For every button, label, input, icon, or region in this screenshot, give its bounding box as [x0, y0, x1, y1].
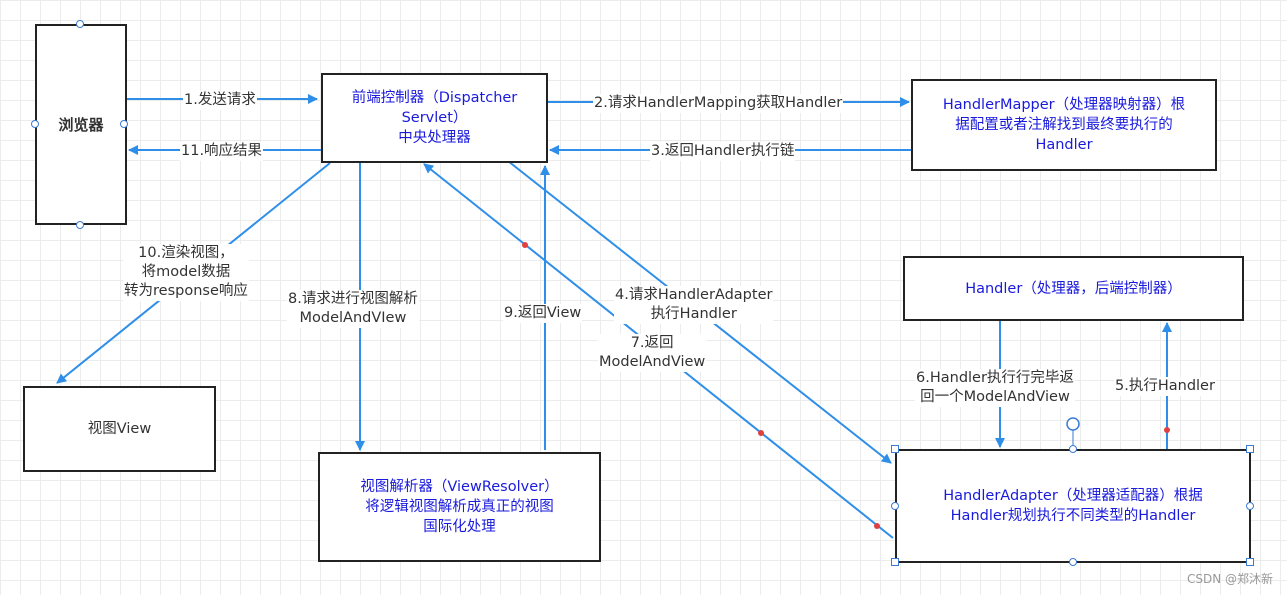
view-label: 视图View	[87, 421, 152, 437]
edge-label-11: 11.响应结果	[180, 142, 264, 161]
edge-label-5: 5.执行Handler	[1114, 377, 1216, 396]
edge-label-9: 9.返回View	[503, 304, 583, 323]
handler-adapter-label: HandlerAdapter（处理器适配器）根据 Handler规划执行不同类型…	[943, 488, 1203, 524]
resize-handle-br[interactable]	[1246, 558, 1254, 566]
edge-label-10: 10.渲染视图， 将model数据 转为response响应	[123, 244, 249, 301]
browser-label: 浏览器	[58, 115, 104, 134]
edge-label-8: 8.请求进行视图解析 ModelAndVIew	[287, 290, 419, 328]
watermark: CSDN @郑沐新	[1186, 572, 1273, 586]
edge-label-7: 7.返回 ModelAndView	[598, 334, 707, 372]
dispatcher-servlet-label: 前端控制器（Dispatcher Servlet） 中央处理器	[351, 90, 518, 146]
waypoint-dot	[758, 430, 764, 436]
waypoint-dot	[522, 242, 528, 248]
edge-label-1: 1.发送请求	[183, 91, 257, 110]
view-node[interactable]: 视图View	[23, 386, 216, 472]
connection-point[interactable]	[891, 502, 899, 510]
resize-handle-bl[interactable]	[891, 558, 899, 566]
edge-label-3: 3.返回Handler执行链	[650, 142, 796, 161]
resize-handle-tl[interactable]	[891, 445, 899, 453]
waypoint-dot	[874, 523, 880, 529]
view-resolver-label: 视图解析器（ViewResolver） 将逻辑视图解析成真正的视图 国际化处理	[360, 479, 559, 535]
rotate-handle[interactable]	[1066, 417, 1080, 431]
handler-adapter-node[interactable]: HandlerAdapter（处理器适配器）根据 Handler规划执行不同类型…	[895, 449, 1251, 563]
edge-label-2: 2.请求HandlerMapping获取Handler	[593, 94, 844, 113]
connection-point[interactable]	[76, 20, 84, 28]
connection-point[interactable]	[120, 120, 128, 128]
resize-handle-tr[interactable]	[1246, 445, 1254, 453]
handler-mapper-label: HandlerMapper（处理器映射器）根 据配置或者注解找到最终要执行的 H…	[942, 97, 1186, 153]
handler-mapper-node[interactable]: HandlerMapper（处理器映射器）根 据配置或者注解找到最终要执行的 H…	[911, 79, 1217, 171]
handler-label: Handler（处理器，后端控制器）	[965, 280, 1182, 297]
waypoint-dot	[1164, 427, 1170, 433]
connection-point[interactable]	[1069, 558, 1077, 566]
dispatcher-servlet-node[interactable]: 前端控制器（Dispatcher Servlet） 中央处理器	[321, 73, 548, 163]
edge-label-6: 6.Handler执行行完毕返 回一个ModelAndView	[915, 369, 1075, 407]
connection-point[interactable]	[31, 120, 39, 128]
connection-point[interactable]	[76, 221, 84, 229]
connection-point[interactable]	[1246, 502, 1254, 510]
connection-point[interactable]	[1069, 445, 1077, 453]
handler-node[interactable]: Handler（处理器，后端控制器）	[903, 256, 1244, 321]
browser-node[interactable]: 浏览器	[35, 24, 127, 225]
edge-label-4: 4.请求HandlerAdapter 执行Handler	[614, 286, 774, 324]
view-resolver-node[interactable]: 视图解析器（ViewResolver） 将逻辑视图解析成真正的视图 国际化处理	[318, 452, 601, 562]
